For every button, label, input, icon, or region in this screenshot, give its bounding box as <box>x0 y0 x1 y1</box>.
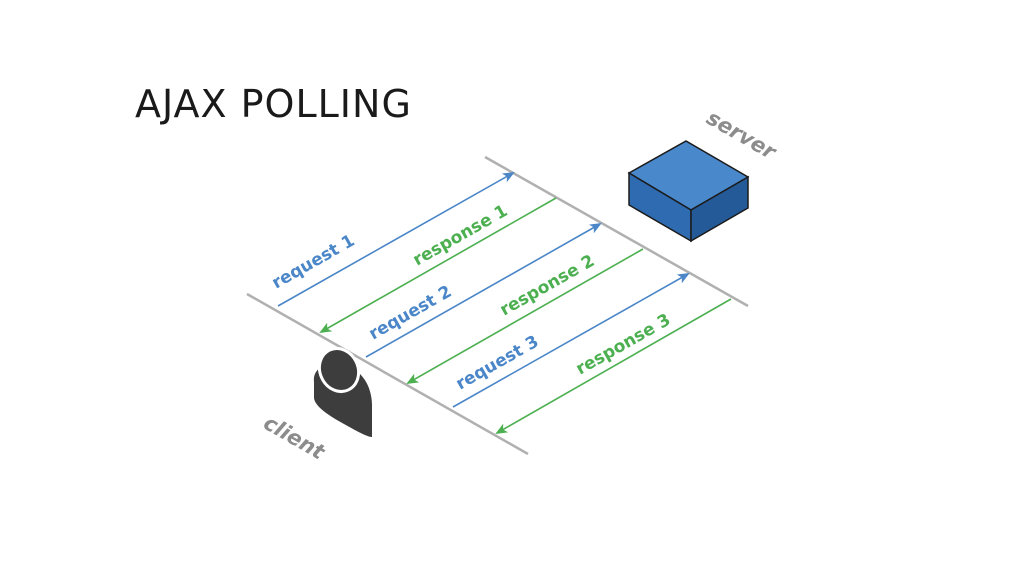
request-1-label: request 1 <box>269 231 359 294</box>
request-1-arrow <box>277 172 515 307</box>
user-silhouette-icon <box>313 347 372 437</box>
server-label: server <box>703 106 782 165</box>
response-3-label: response 3 <box>573 310 675 379</box>
server-cube-icon <box>627 140 750 243</box>
server-lifeline <box>484 155 749 308</box>
client-lifeline <box>246 292 529 456</box>
response-1-arrow <box>319 197 557 333</box>
request-2-arrow <box>365 223 602 358</box>
response-3-arrow <box>495 298 732 434</box>
request-3-label: request 3 <box>453 332 543 395</box>
response-2-arrow <box>406 248 644 384</box>
client-label: client <box>260 411 330 465</box>
diagram-title: AJAX POLLING <box>135 82 412 126</box>
request-3-arrow <box>452 273 690 408</box>
response-2-label: response 2 <box>497 251 599 320</box>
response-1-label: response 1 <box>410 201 512 270</box>
